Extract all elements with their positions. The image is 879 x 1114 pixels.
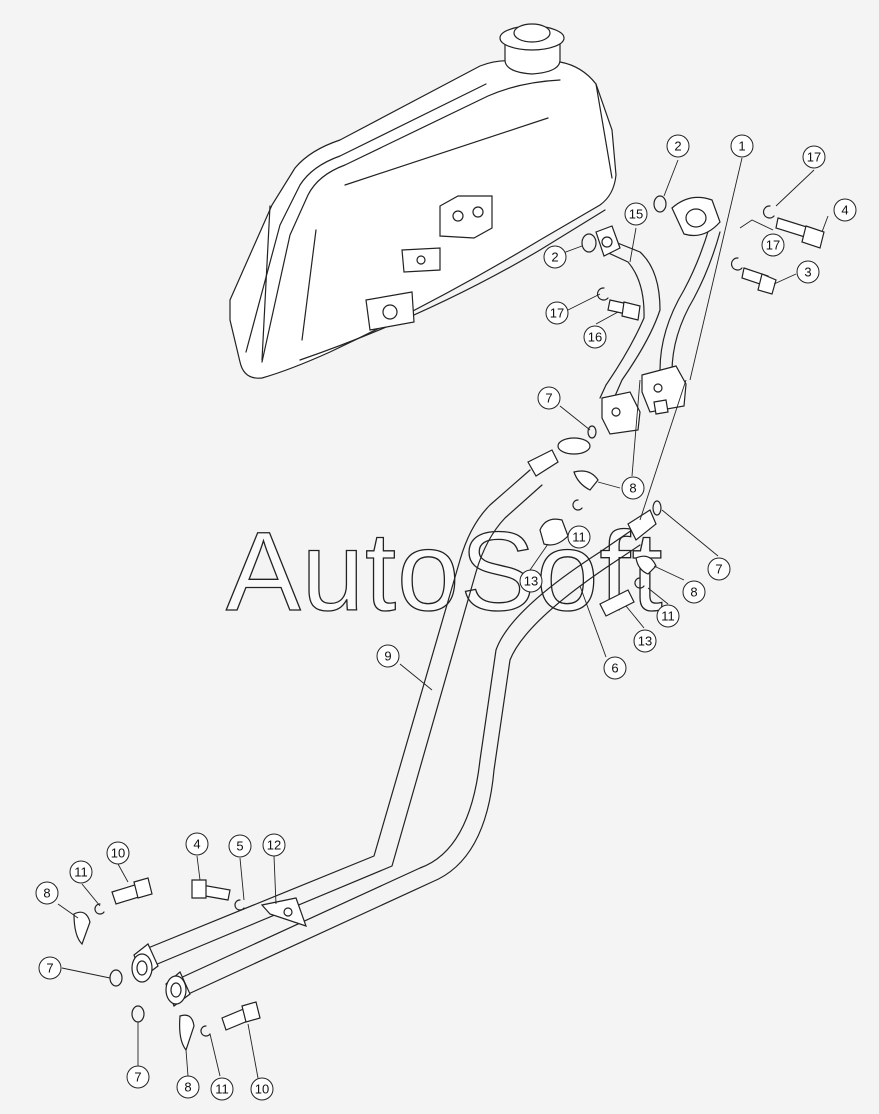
callout-7: 7 — [126, 1065, 150, 1089]
svg-text:17: 17 — [550, 306, 564, 321]
callout-10: 10 — [106, 841, 130, 865]
svg-text:4: 4 — [841, 203, 848, 218]
callout-2: 2 — [543, 245, 567, 269]
callout-7: 7 — [707, 557, 731, 581]
svg-text:11: 11 — [661, 609, 675, 624]
callout-11: 11 — [567, 525, 591, 549]
svg-text:1: 1 — [738, 139, 745, 154]
callout-2: 2 — [666, 134, 690, 158]
filler-cap — [499, 23, 565, 75]
callout-3: 3 — [796, 260, 820, 284]
callout-11: 11 — [69, 860, 93, 884]
pipe-15 — [595, 225, 661, 435]
svg-text:8: 8 — [629, 481, 636, 496]
svg-text:11: 11 — [572, 530, 586, 545]
callout-13: 13 — [633, 629, 657, 653]
watermark-text: AutoSoft — [226, 509, 664, 634]
callout-9: 9 — [376, 644, 400, 668]
svg-text:6: 6 — [611, 661, 618, 676]
svg-text:10: 10 — [111, 846, 125, 861]
pipe-6 — [175, 509, 657, 997]
pipe-1 — [641, 196, 721, 415]
svg-text:8: 8 — [184, 1080, 191, 1095]
callout-4: 4 — [185, 832, 209, 856]
svg-text:13: 13 — [524, 574, 538, 589]
callout-1: 1 — [730, 134, 754, 158]
callout-6: 6 — [603, 656, 627, 680]
callout-11: 11 — [656, 604, 680, 628]
svg-text:17: 17 — [766, 238, 780, 253]
callout-12: 12 — [262, 833, 286, 857]
svg-text:15: 15 — [629, 207, 643, 222]
svg-text:10: 10 — [255, 1082, 269, 1097]
svg-text:13: 13 — [638, 634, 652, 649]
callout-8: 8 — [621, 476, 645, 500]
callout-4: 4 — [833, 198, 857, 222]
fuel-tank — [229, 23, 617, 379]
callout-16: 16 — [583, 325, 607, 349]
mounting-pad — [365, 195, 493, 331]
svg-text:3: 3 — [804, 265, 811, 280]
callout-13: 13 — [519, 569, 543, 593]
svg-text:8: 8 — [690, 585, 697, 600]
callout-8: 8 — [176, 1075, 200, 1099]
leader-lines — [57, 157, 829, 1079]
svg-text:12: 12 — [267, 838, 281, 853]
callout-10: 10 — [250, 1077, 274, 1101]
callout-17: 17 — [761, 233, 785, 257]
callout-11: 11 — [210, 1077, 234, 1101]
small-parts — [73, 195, 825, 1052]
callout-7: 7 — [38, 956, 62, 980]
svg-text:7: 7 — [46, 961, 53, 976]
callout-5: 5 — [228, 834, 252, 858]
pipe-end-fittings — [131, 943, 191, 1007]
svg-text:5: 5 — [236, 839, 243, 854]
callout-7: 7 — [537, 386, 561, 410]
svg-text:11: 11 — [74, 865, 88, 880]
svg-text:9: 9 — [384, 649, 391, 664]
svg-text:8: 8 — [43, 886, 50, 901]
svg-text:11: 11 — [215, 1082, 229, 1097]
pipe-9 — [147, 437, 591, 966]
svg-text:2: 2 — [551, 250, 558, 265]
svg-text:4: 4 — [193, 837, 200, 852]
svg-text:7: 7 — [134, 1070, 141, 1085]
svg-text:2: 2 — [674, 139, 681, 154]
callout-8: 8 — [682, 580, 706, 604]
clamp-12 — [260, 897, 307, 927]
svg-text:16: 16 — [588, 330, 602, 345]
callout-17: 17 — [545, 301, 569, 325]
svg-text:17: 17 — [807, 150, 821, 165]
callout-15: 15 — [624, 202, 648, 226]
svg-text:7: 7 — [545, 391, 552, 406]
callout-17: 17 — [802, 145, 826, 169]
svg-text:7: 7 — [715, 562, 722, 577]
callout-8: 8 — [35, 881, 59, 905]
